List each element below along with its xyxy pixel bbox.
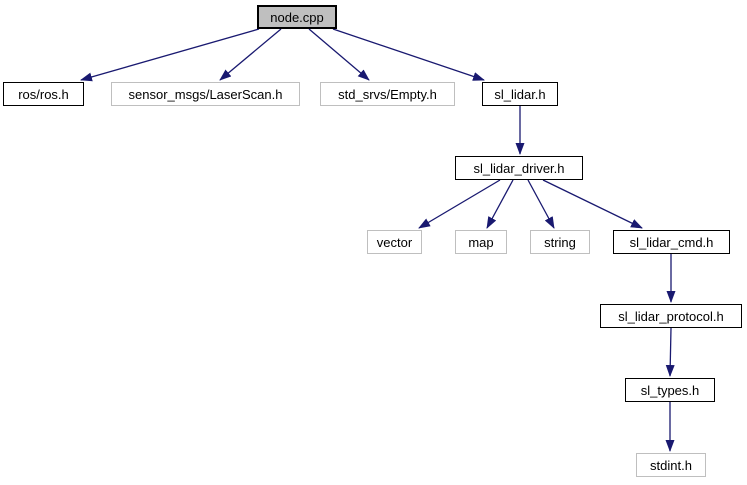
graph-node-string: string (530, 230, 590, 254)
graph-node-sl-lidar-cmd-h[interactable]: sl_lidar_cmd.h (613, 230, 730, 254)
graph-node-stdint-h: stdint.h (636, 453, 706, 477)
edge-driver-vector (418, 179, 501, 229)
graph-node-sl-lidar-protocol-h[interactable]: sl_lidar_protocol.h (600, 304, 742, 328)
graph-node-sensor-msgs-laserscan-h: sensor_msgs/LaserScan.h (111, 82, 300, 106)
edge-nodecpp-laserscan (219, 28, 282, 81)
edge-nodecpp-sllidar (332, 28, 485, 81)
graph-node-sl-lidar-h[interactable]: sl_lidar.h (482, 82, 558, 106)
edge-nodecpp-empty (308, 28, 370, 81)
graph-node-vector: vector (367, 230, 422, 254)
graph-node-std-srvs-empty-h: std_srvs/Empty.h (320, 82, 455, 106)
edge-driver-map (486, 179, 514, 229)
graph-node-ros-ros-h[interactable]: ros/ros.h (3, 82, 84, 106)
graph-node-map: map (455, 230, 507, 254)
graph-node-sl-lidar-driver-h[interactable]: sl_lidar_driver.h (455, 156, 583, 180)
edge-driver-cmd (542, 179, 643, 229)
graph-node-node-cpp: node.cpp (257, 5, 337, 29)
edge-protocol-types (665, 327, 675, 377)
edge-driver-string (527, 179, 555, 229)
edge-nodecpp-rosros (80, 28, 260, 82)
graph-node-sl-types-h[interactable]: sl_types.h (625, 378, 715, 402)
